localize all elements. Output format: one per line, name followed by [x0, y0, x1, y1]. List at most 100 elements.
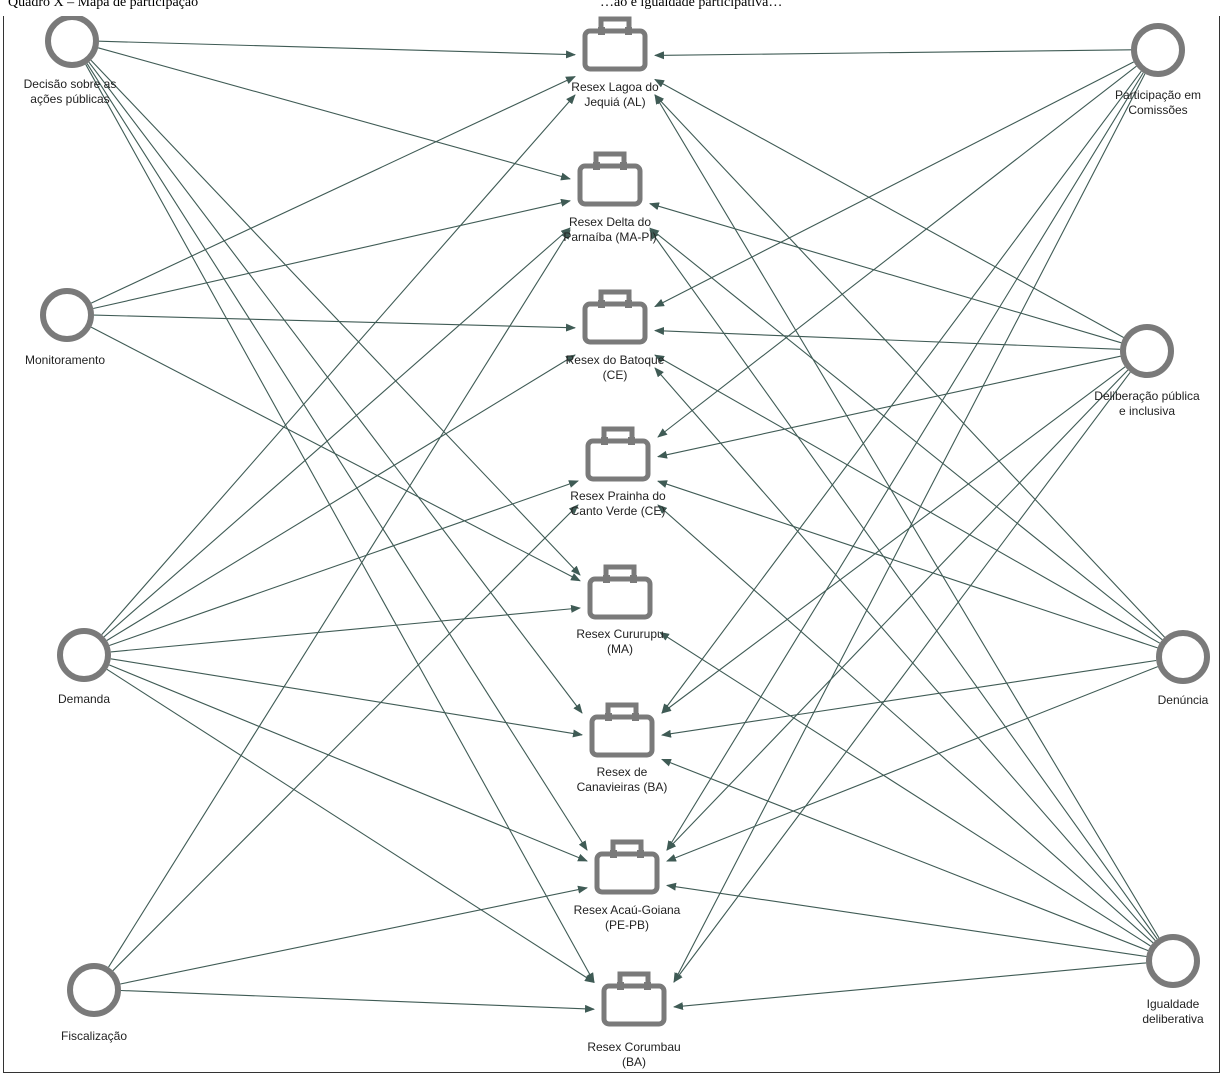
edge-igualdade-to-corumbau — [673, 962, 1147, 1011]
edge-decisao-to-delta — [97, 47, 571, 181]
caption-start: Quadro X – Mapa de participação — [8, 0, 199, 10]
briefcase-icon — [582, 16, 648, 72]
node-label-line: Resex Delta do — [569, 215, 651, 229]
edge-igualdade-to-cururupu — [659, 631, 1151, 947]
node-label-line: Comissões — [1128, 103, 1187, 117]
node-label-line: Resex Acaú-Goiana — [574, 903, 681, 917]
source-node-monitoramento[interactable]: Monitoramento — [25, 288, 105, 367]
edge-deliberacao-to-delta — [649, 202, 1122, 344]
node-label-line: Participação em — [1115, 88, 1201, 102]
edge-fiscalizacao-to-delta — [108, 229, 571, 968]
edge-denuncia-to-jequia — [654, 94, 1166, 638]
edge-deliberacao-to-jequia — [654, 79, 1124, 338]
edge-deliberacao-to-batoque — [654, 326, 1121, 350]
edge-fiscalizacao-to-corumbau — [120, 989, 595, 1013]
edge-decisao-to-jequia — [98, 40, 576, 59]
node-label-line: Canavieiras (BA) — [577, 780, 668, 794]
node-label-line: e inclusiva — [1119, 404, 1175, 418]
figure-caption: Quadro X – Mapa de participação …ão e ig… — [0, 0, 1225, 16]
edge-denuncia-to-acau — [666, 666, 1159, 862]
node-label-line: Resex de — [597, 765, 648, 779]
node-label-line: Resex do Batoque — [566, 353, 665, 367]
edge-decisao-to-canavieiras — [88, 61, 583, 714]
edge-monitoramento-to-delta — [93, 198, 571, 310]
edge-deliberacao-to-prainha — [657, 355, 1121, 459]
node-label-line: Resex Cururupu — [576, 627, 663, 641]
briefcase-icon — [587, 564, 653, 620]
node-label-line: Monitoramento — [25, 353, 105, 367]
node-label-line: Resex Prainha do — [570, 489, 666, 503]
circle-icon — [1120, 324, 1174, 378]
edge-demanda-to-prainha — [109, 480, 579, 647]
source-node-denuncia[interactable]: Denúncia — [1156, 630, 1210, 707]
edge-participacao-to-acau — [666, 72, 1144, 851]
briefcase-icon — [589, 702, 655, 758]
edge-denuncia-to-prainha — [657, 480, 1158, 649]
node-label-line: Decisão sobre as — [24, 77, 117, 91]
edge-demanda-to-canavieiras — [110, 658, 583, 738]
node-label-line: (MA) — [607, 642, 633, 656]
node-label-line: (CE) — [603, 368, 628, 382]
edge-igualdade-to-acau — [666, 882, 1147, 958]
node-label-line: ações públicas — [30, 92, 109, 106]
circle-icon — [1131, 23, 1185, 77]
edge-participacao-to-batoque — [654, 61, 1135, 308]
edge-decisao-to-corumbau — [85, 64, 595, 983]
briefcase-icon — [585, 426, 651, 482]
node-label-line: Parnaíba (MA-PI) — [563, 230, 656, 244]
edge-demanda-to-delta — [103, 227, 571, 638]
edge-deliberacao-to-acau — [666, 369, 1129, 851]
circle-icon — [67, 963, 121, 1017]
edge-decisao-to-cururupu — [90, 59, 581, 576]
edge-participacao-to-jequia — [654, 49, 1132, 60]
edge-fiscalizacao-to-prainha — [112, 504, 579, 972]
circle-icon — [1146, 934, 1200, 988]
case-node-batoque[interactable]: Resex do Batoque(CE) — [566, 289, 665, 382]
briefcase-icon — [601, 971, 667, 1027]
edge-denuncia-to-batoque — [654, 354, 1161, 644]
source-node-fiscalizacao[interactable]: Fiscalização — [61, 963, 127, 1043]
edge-monitoramento-to-cururupu — [90, 326, 581, 582]
briefcase-icon — [594, 839, 660, 895]
case-node-acau[interactable]: Resex Acaú-Goiana(PE-PB) — [574, 839, 681, 932]
edge-monitoramento-to-batoque — [93, 314, 576, 332]
edge-demanda-to-cururupu — [110, 604, 581, 653]
edge-fiscalizacao-to-acau — [120, 885, 588, 985]
briefcase-icon — [582, 289, 648, 345]
node-label-line: Jequiá (AL) — [584, 95, 645, 109]
node-label-line: Fiscalização — [61, 1029, 127, 1043]
node-label-line: Demanda — [58, 692, 110, 706]
edge-igualdade-to-jequia — [654, 94, 1160, 939]
edge-demanda-to-batoque — [106, 354, 576, 641]
node-label-line: deliberativa — [1142, 1012, 1204, 1026]
edge-deliberacao-to-canavieiras — [661, 366, 1126, 714]
edge-participacao-to-canavieiras — [661, 70, 1142, 714]
edge-decisao-to-acau — [86, 63, 588, 851]
edge-igualdade-to-canavieiras — [661, 758, 1149, 952]
edge-demanda-to-acau — [108, 664, 588, 862]
edge-monitoramento-to-jequia — [90, 76, 576, 304]
node-label-line: Denúncia — [1158, 693, 1209, 707]
node-label-line: Igualdade — [1147, 997, 1200, 1011]
edge-denuncia-to-delta — [649, 227, 1163, 641]
edge-igualdade-to-prainha — [657, 504, 1154, 944]
edge-demanda-to-jequia — [101, 94, 576, 635]
node-label-line: Resex Corumbau — [587, 1040, 680, 1054]
caption-end: …ão e igualdade participativa… — [600, 0, 783, 10]
case-node-cururupu[interactable]: Resex Cururupu(MA) — [576, 564, 664, 656]
edge-deliberacao-to-corumbau — [673, 371, 1131, 983]
source-node-demanda[interactable]: Demanda — [57, 628, 111, 706]
edges-layer — [85, 40, 1166, 1013]
case-node-corumbau[interactable]: Resex Corumbau(BA) — [587, 971, 681, 1069]
node-label-line: (BA) — [622, 1055, 646, 1069]
